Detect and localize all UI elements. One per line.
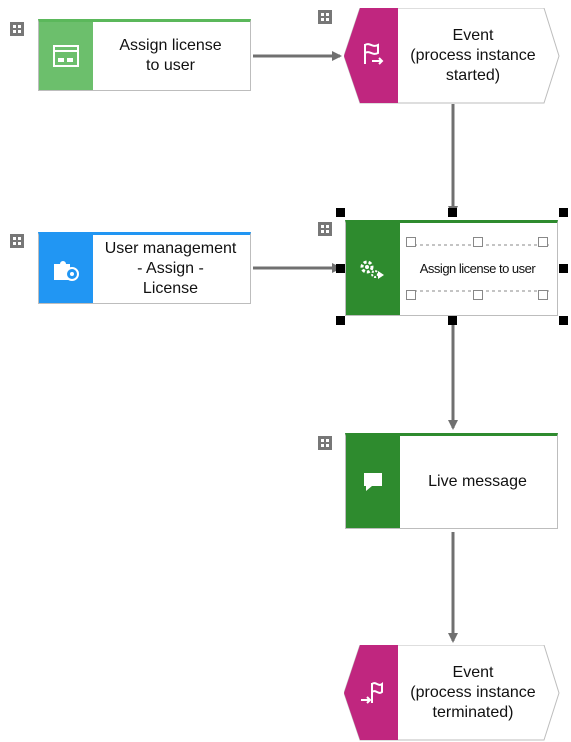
puzzle-gear-icon: [54, 261, 79, 281]
node-label: Event (process instance terminated): [410, 664, 536, 721]
assignment-marker-icon[interactable]: [10, 22, 24, 36]
assignment-marker-icon[interactable]: [318, 436, 332, 450]
resize-handle[interactable]: [336, 316, 345, 325]
node-label: Assign license to user: [119, 37, 222, 74]
event-hexagon-shape: [344, 8, 560, 104]
assignment-marker-icon[interactable]: [318, 222, 332, 236]
resize-handle[interactable]: [559, 316, 568, 325]
node-event-started[interactable]: Event (process instance started): [344, 8, 560, 104]
resize-handle[interactable]: [559, 208, 568, 217]
flag-end-icon: [361, 682, 383, 704]
resize-handle[interactable]: [559, 264, 568, 273]
node-label: Assign license to user: [419, 261, 536, 276]
selection-handle[interactable]: [473, 290, 483, 300]
flag-start-icon: [364, 43, 384, 65]
resize-handle[interactable]: [448, 316, 457, 325]
assignment-marker-icon[interactable]: [10, 234, 24, 248]
gears-arrow-icon: [360, 260, 384, 279]
node-label: User management - Assign - License: [104, 240, 237, 297]
selection-handle[interactable]: [538, 237, 548, 247]
resize-handle[interactable]: [336, 208, 345, 217]
selection-handle[interactable]: [406, 290, 416, 300]
icon-band: [346, 436, 400, 528]
resize-handle[interactable]: [448, 208, 457, 217]
selection-handle[interactable]: [406, 237, 416, 247]
icon-band: [346, 223, 400, 315]
assignment-marker-icon[interactable]: [318, 10, 332, 24]
icon-band: [39, 22, 93, 90]
node-assign-license-task[interactable]: Assign license to user: [345, 220, 558, 316]
node-event-terminated[interactable]: Event (process instance terminated): [344, 645, 560, 741]
selection-handle[interactable]: [538, 290, 548, 300]
node-live-message[interactable]: Live message: [345, 433, 558, 529]
node-label: Event (process instance started): [410, 27, 536, 84]
selection-handle[interactable]: [473, 237, 483, 247]
node-assign-license-ui[interactable]: Assign license to user: [38, 19, 251, 91]
icon-band: [39, 235, 93, 303]
resize-handle[interactable]: [336, 264, 345, 273]
node-label: Live message: [428, 473, 527, 490]
speech-bubble-icon: [364, 473, 382, 491]
node-user-management[interactable]: User management - Assign - License: [38, 232, 251, 304]
window-form-icon: [53, 45, 79, 67]
